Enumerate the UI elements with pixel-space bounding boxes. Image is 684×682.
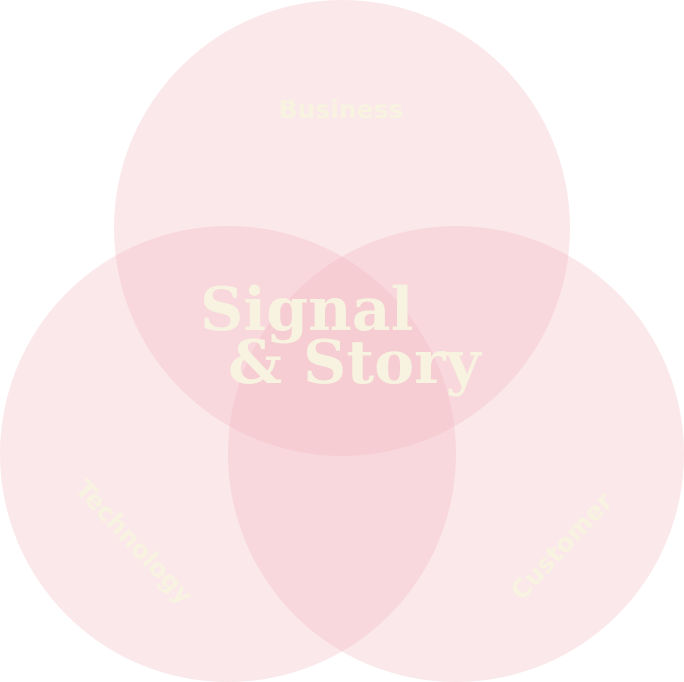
circle-customer bbox=[228, 226, 684, 682]
label-business: Business bbox=[279, 95, 404, 124]
circle-technology bbox=[0, 226, 456, 682]
brand-title-line1: Signal bbox=[200, 275, 413, 345]
circle-business bbox=[114, 0, 570, 456]
brand-title-line2: & Story bbox=[228, 328, 483, 398]
